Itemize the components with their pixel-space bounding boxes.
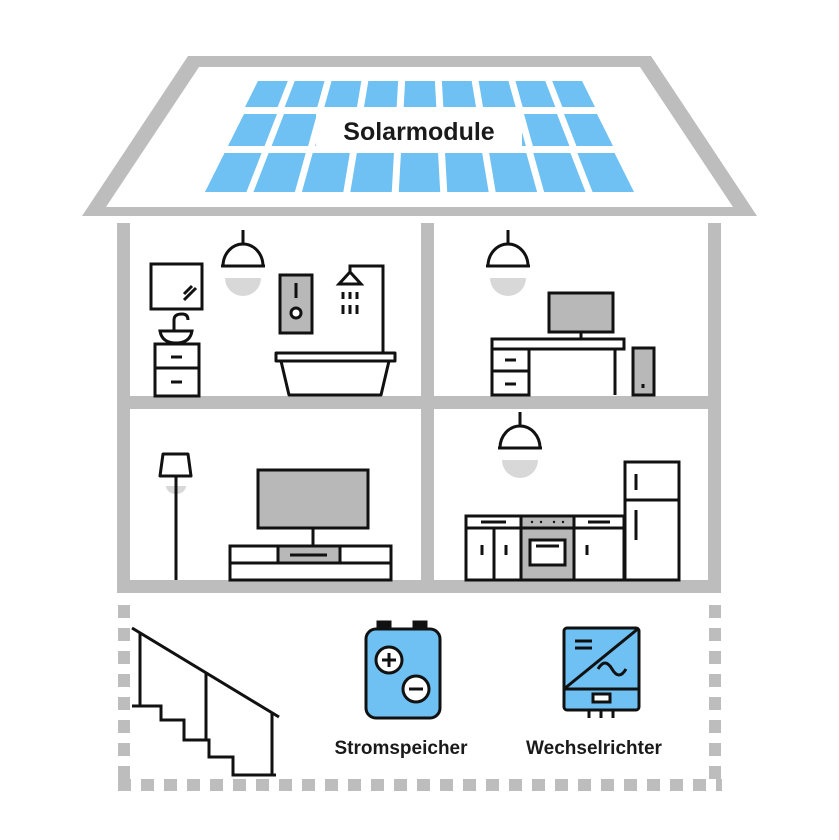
inverter-label: Wechselrichter: [526, 738, 662, 759]
desk-icon: [490, 337, 626, 397]
basement-outline: [118, 605, 722, 791]
mirror-icon: [149, 262, 204, 311]
solar-cell: [533, 153, 586, 192]
solar-cell: [205, 153, 262, 192]
inverter-icon: [562, 626, 641, 718]
solar-cell: [524, 114, 570, 146]
monitor-icon: [547, 291, 615, 340]
floor-lamp-icon: [158, 452, 193, 580]
water-heater-icon: [278, 273, 314, 335]
solar-cell: [552, 81, 595, 107]
solar-cell: [364, 81, 399, 107]
tv-stand-icon: [228, 544, 393, 582]
solar-label-box: Solarmodule: [316, 109, 522, 151]
storage-label: Stromspeicher: [334, 738, 468, 759]
solar-cell: [515, 81, 556, 107]
pc-tower-icon: [631, 346, 656, 397]
oven-icon: [519, 514, 576, 582]
solar-cell: [253, 153, 306, 192]
solar-label: Solarmodule: [343, 118, 495, 146]
tv-icon: [256, 468, 370, 546]
ceiling-lamp-icon: [498, 412, 542, 478]
solar-cell: [564, 114, 613, 146]
solar-cell: [301, 153, 350, 192]
solar-cell: [398, 153, 441, 192]
solar-cell: [284, 81, 325, 107]
house-walls: [117, 223, 721, 593]
solar-cell: [228, 114, 277, 146]
bathtub-icon: [274, 351, 397, 397]
sink-icon: [153, 312, 201, 398]
staircase-icon: [131, 626, 280, 777]
solar-cell: [245, 81, 288, 107]
solar-cell: [577, 153, 634, 192]
solar-cell: [489, 153, 538, 192]
solar-cell: [445, 153, 489, 192]
solar-cell: [271, 114, 317, 146]
shower-icon: [335, 264, 385, 355]
battery-icon: [364, 620, 442, 720]
solar-cell: [324, 81, 362, 107]
ceiling-lamp-icon: [486, 230, 530, 296]
solar-cell: [350, 153, 394, 192]
ceiling-lamp-icon: [221, 230, 265, 296]
solar-cell: [441, 81, 476, 107]
solar-cell: [403, 81, 437, 107]
fridge-icon: [623, 460, 681, 582]
solar-cell: [478, 81, 516, 107]
